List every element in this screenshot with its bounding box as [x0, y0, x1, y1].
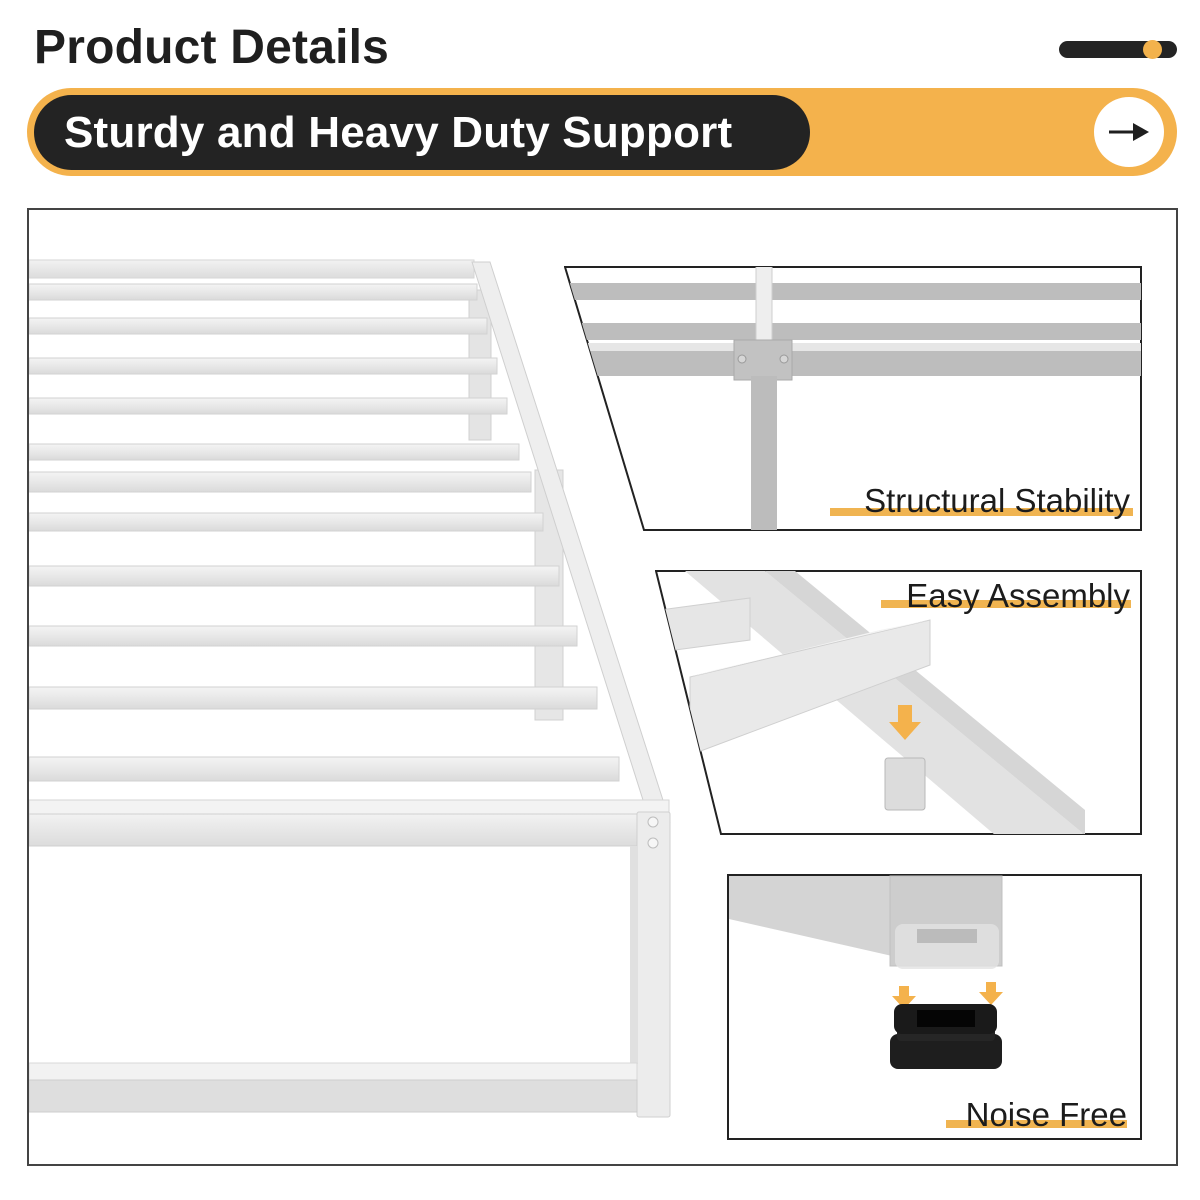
feature-card-structural-stability: Structural Stability — [564, 266, 1142, 532]
arrow-down-icon — [979, 982, 1003, 1005]
slat-connector-image — [655, 570, 1142, 835]
feature-underline — [881, 600, 1131, 608]
headline-text: Sturdy and Heavy Duty Support — [64, 107, 733, 157]
next-button[interactable] — [1094, 97, 1164, 167]
bed-frame-image — [29, 259, 671, 1118]
arrow-right-icon — [1109, 123, 1149, 141]
feature-underline — [830, 508, 1133, 516]
arrow-down-icon — [889, 705, 921, 740]
feature-label: Noise Free — [965, 1096, 1127, 1133]
arrow-down-icon — [892, 986, 916, 1009]
page-title: Product Details — [34, 21, 390, 74]
feature-underline — [946, 1120, 1127, 1128]
feature-label: Structural Stability — [864, 482, 1130, 519]
feature-label: Easy Assembly — [906, 577, 1130, 614]
feature-card-easy-assembly: Easy Assembly — [655, 570, 1142, 836]
foot-cap-image — [727, 874, 1142, 1140]
carousel-progress-thumb[interactable] — [1143, 40, 1162, 59]
feature-card-noise-free: Noise Free — [727, 874, 1142, 1140]
headline-pill: Sturdy and Heavy Duty Support — [34, 95, 810, 170]
support-joint-image — [564, 266, 1142, 531]
